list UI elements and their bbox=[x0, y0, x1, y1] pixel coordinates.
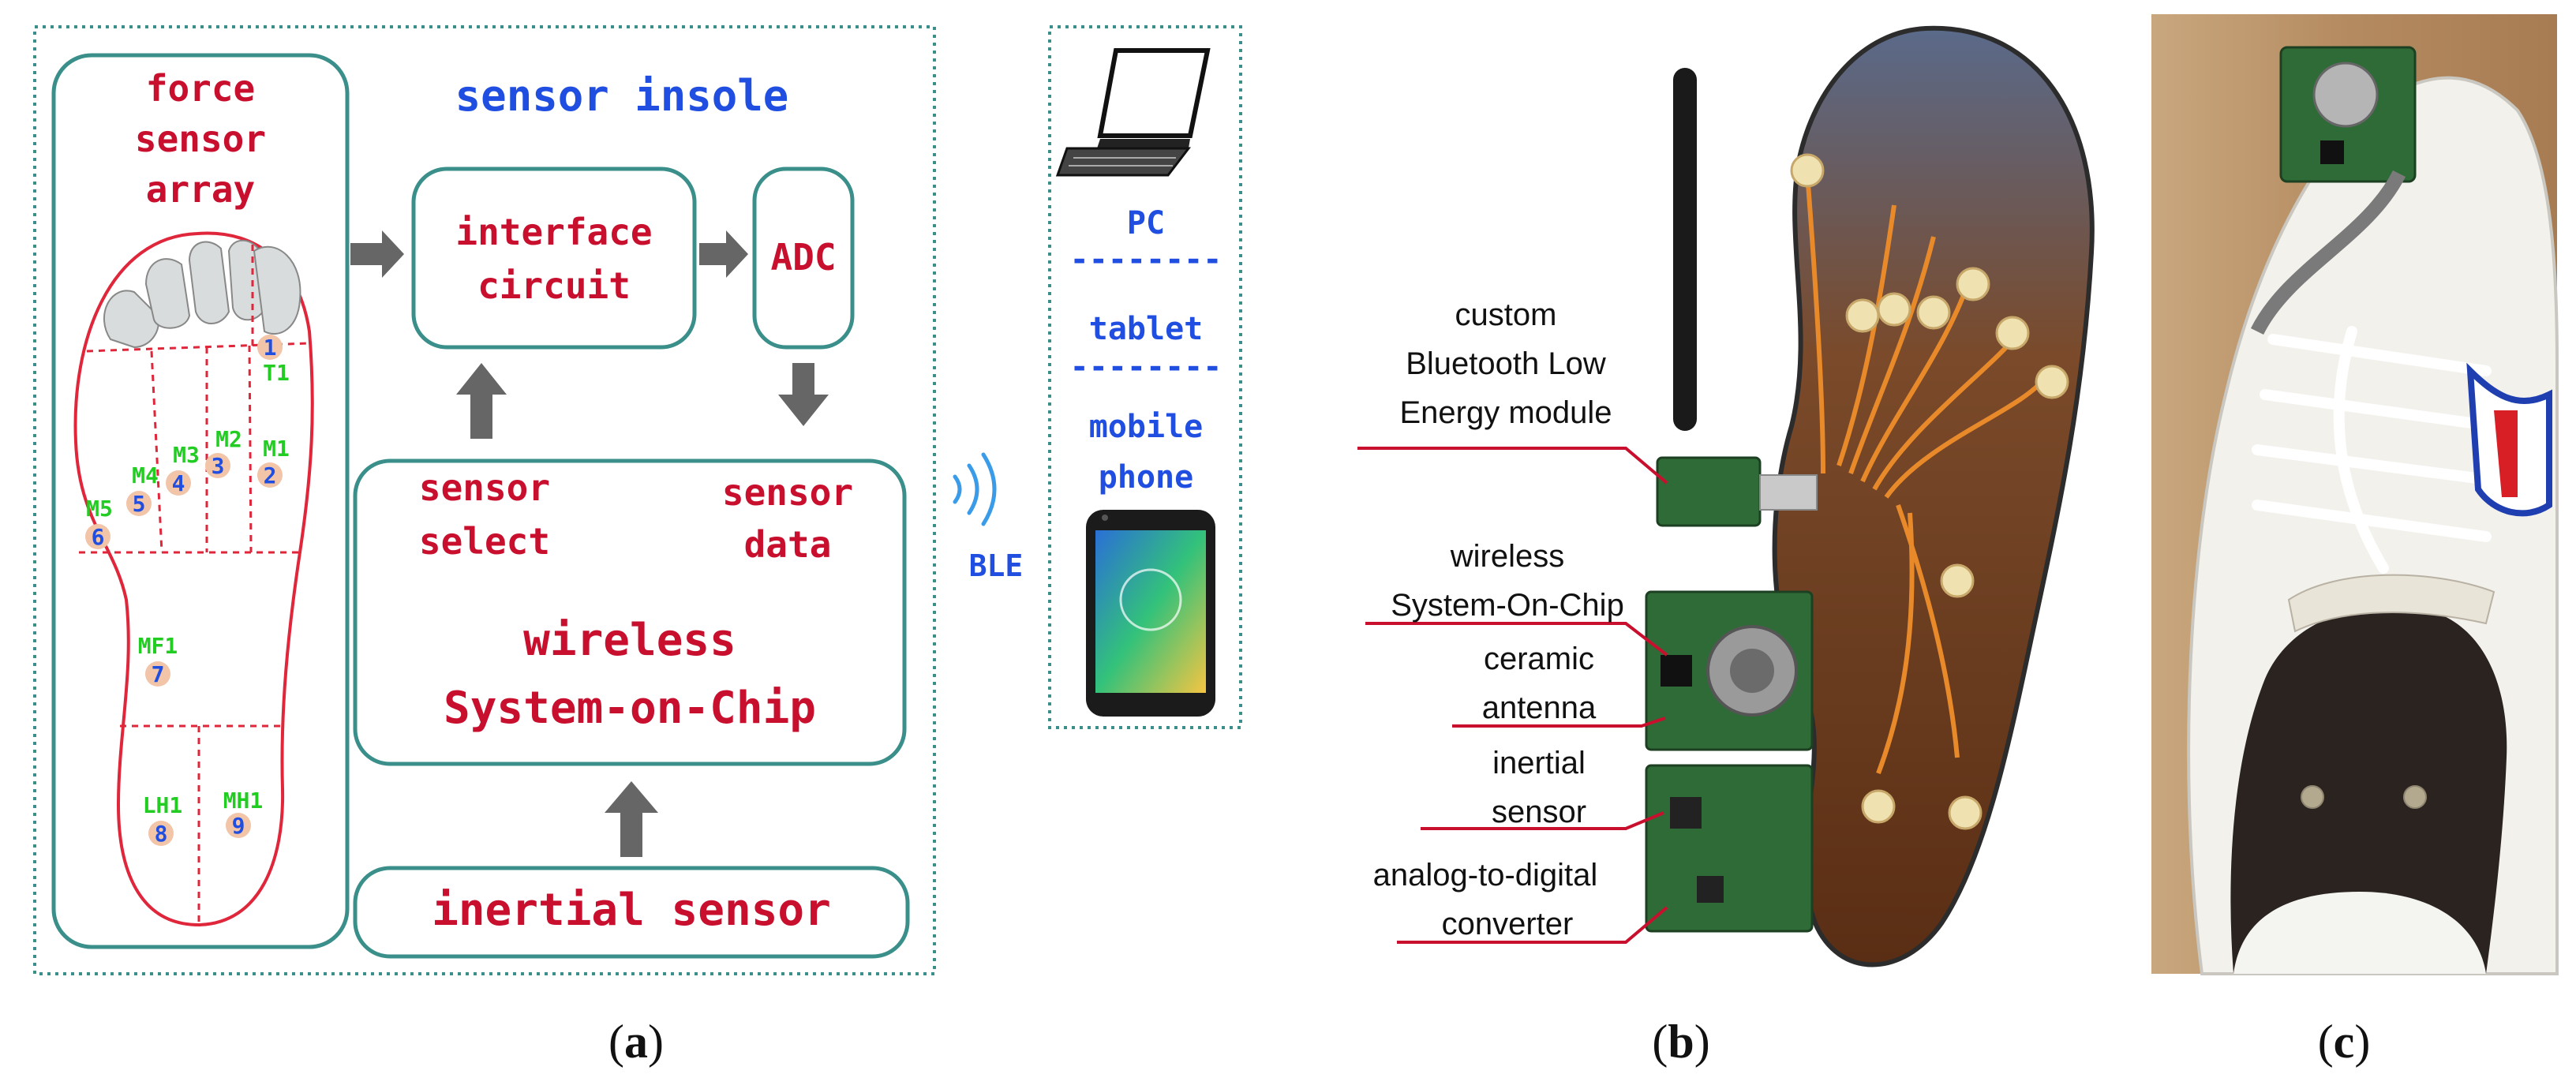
sensor-mf1: MF1 7 bbox=[138, 633, 178, 687]
interface-circuit-label-2: circuit bbox=[477, 264, 631, 307]
smartphone-icon bbox=[1086, 510, 1215, 717]
device-pc-label: PC bbox=[1127, 205, 1165, 241]
svg-text:M3: M3 bbox=[173, 442, 200, 468]
flow-arrows bbox=[350, 230, 829, 857]
label-inertial-1: inertial bbox=[1492, 746, 1586, 780]
svg-text:T1: T1 bbox=[263, 360, 290, 386]
svg-text:8: 8 bbox=[155, 821, 168, 847]
svg-text:M4: M4 bbox=[132, 462, 159, 488]
force-array-title-2: sensor bbox=[135, 118, 266, 160]
foot-outline bbox=[73, 231, 314, 927]
svg-text:M5: M5 bbox=[86, 496, 113, 522]
label-soc-2: System-On-Chip bbox=[1391, 588, 1624, 623]
ble-module-photo bbox=[1656, 456, 1762, 527]
panel-c bbox=[2151, 14, 2559, 975]
device-tablet-label: tablet bbox=[1089, 311, 1204, 347]
sensor-data-label-2: data bbox=[744, 523, 832, 566]
caption-b: (b) bbox=[1652, 1016, 1709, 1068]
label-antenna-2: antenna bbox=[1482, 690, 1597, 725]
svg-text:9: 9 bbox=[232, 813, 245, 839]
label-adc-1: analog-to-digital bbox=[1373, 858, 1598, 893]
device-mobile-label-1: mobile bbox=[1089, 409, 1204, 445]
label-antenna-1: ceramic bbox=[1484, 642, 1594, 676]
arrow-inertial-to-soc bbox=[605, 781, 658, 857]
inertial-sensor-box bbox=[353, 866, 910, 959]
ribbon-cable-photo bbox=[2250, 170, 2406, 335]
inertial-sensor-label: inertial sensor bbox=[432, 885, 831, 936]
devices-frame bbox=[1048, 25, 1242, 729]
interface-circuit-label-1: interface bbox=[455, 211, 652, 253]
sensor-mh1: MH1 9 bbox=[223, 788, 264, 839]
force-array-title-3: array bbox=[146, 168, 255, 211]
sensor-data-label-1: sensor bbox=[722, 471, 853, 514]
sensor-points: 1 T1 M1 2 M2 3 M3 4 M4 5 bbox=[85, 335, 290, 847]
arrow-adc-to-soc bbox=[778, 363, 829, 426]
label-adc-2: converter bbox=[1442, 907, 1574, 941]
svg-text:1: 1 bbox=[264, 335, 277, 361]
device-separator-1: -------- bbox=[1070, 241, 1222, 278]
insole-photo bbox=[1772, 25, 2095, 967]
sensor-m5: M5 6 bbox=[85, 496, 113, 550]
laptop-icon bbox=[1055, 48, 1211, 177]
shoelaces-photo bbox=[2252, 326, 2507, 574]
antenna-photo bbox=[1673, 68, 1697, 431]
caption-a: (a) bbox=[608, 1016, 664, 1068]
svg-text:M2: M2 bbox=[215, 426, 242, 452]
sensor-m2: M2 3 bbox=[205, 426, 242, 479]
adc-box bbox=[752, 167, 855, 350]
sensor-m1: M1 2 bbox=[257, 436, 290, 488]
flex-circuit-traces bbox=[1805, 173, 2046, 775]
usb-connector-photo bbox=[1759, 474, 1818, 511]
interface-circuit-box bbox=[411, 167, 697, 350]
adc-label: ADC bbox=[770, 236, 836, 279]
label-ble-module-1: custom bbox=[1455, 298, 1557, 332]
label-ble-module-2: Bluetooth Low bbox=[1406, 346, 1606, 381]
svg-text:3: 3 bbox=[212, 453, 225, 479]
wireless-soc-label-1: wireless bbox=[523, 615, 736, 666]
sensor-m4: M4 5 bbox=[126, 462, 159, 517]
panel-b: custom Bluetooth Low Energy module wirel… bbox=[1357, 25, 2095, 967]
arrow-soc-to-interface bbox=[456, 363, 507, 439]
panel-a: force sensor array bbox=[33, 25, 1242, 975]
svg-text:LH1: LH1 bbox=[143, 792, 183, 818]
shoe-opening-photo bbox=[2230, 606, 2507, 974]
wireless-soc-box bbox=[353, 458, 907, 766]
callout-lines bbox=[1357, 447, 1668, 944]
caption-c: (c) bbox=[2318, 1016, 2371, 1068]
force-array-title-1: force bbox=[146, 67, 255, 110]
svg-text:MF1: MF1 bbox=[138, 633, 178, 659]
arrow-interface-to-adc bbox=[699, 230, 748, 278]
device-mobile-label-2: phone bbox=[1099, 459, 1193, 496]
svg-text:4: 4 bbox=[172, 470, 185, 496]
sensor-t1: 1 T1 bbox=[257, 335, 290, 386]
ble-label: BLE bbox=[969, 548, 1024, 583]
sensor-lh1: LH1 8 bbox=[143, 792, 183, 847]
svg-text:MH1: MH1 bbox=[223, 788, 264, 814]
sensor-insole-title: sensor insole bbox=[455, 71, 789, 121]
label-ble-module-3: Energy module bbox=[1399, 395, 1612, 430]
svg-text:5: 5 bbox=[133, 491, 146, 517]
svg-text:6: 6 bbox=[92, 524, 105, 550]
arrow-array-to-interface bbox=[350, 230, 404, 278]
sensor-select-label-2: select bbox=[419, 520, 550, 563]
panel-captions: (a) (b) (c) bbox=[608, 1016, 2370, 1068]
device-separator-2: -------- bbox=[1070, 349, 1222, 385]
sensor-m3: M3 4 bbox=[166, 442, 200, 496]
sensor-pads bbox=[1790, 153, 2069, 830]
label-soc-1: wireless bbox=[1450, 539, 1564, 574]
svg-text:M1: M1 bbox=[263, 436, 290, 462]
svg-text:2: 2 bbox=[264, 462, 277, 488]
sensor-board-photo bbox=[1645, 764, 1814, 933]
wireless-soc-label-2: System-on-Chip bbox=[444, 683, 816, 734]
svg-text:7: 7 bbox=[152, 661, 165, 687]
panel-a-frame bbox=[33, 25, 936, 975]
ble-wave-icon bbox=[953, 452, 997, 526]
sensor-select-label-1: sensor bbox=[419, 466, 550, 509]
label-inertial-2: sensor bbox=[1492, 795, 1586, 829]
force-array-box bbox=[51, 53, 350, 949]
